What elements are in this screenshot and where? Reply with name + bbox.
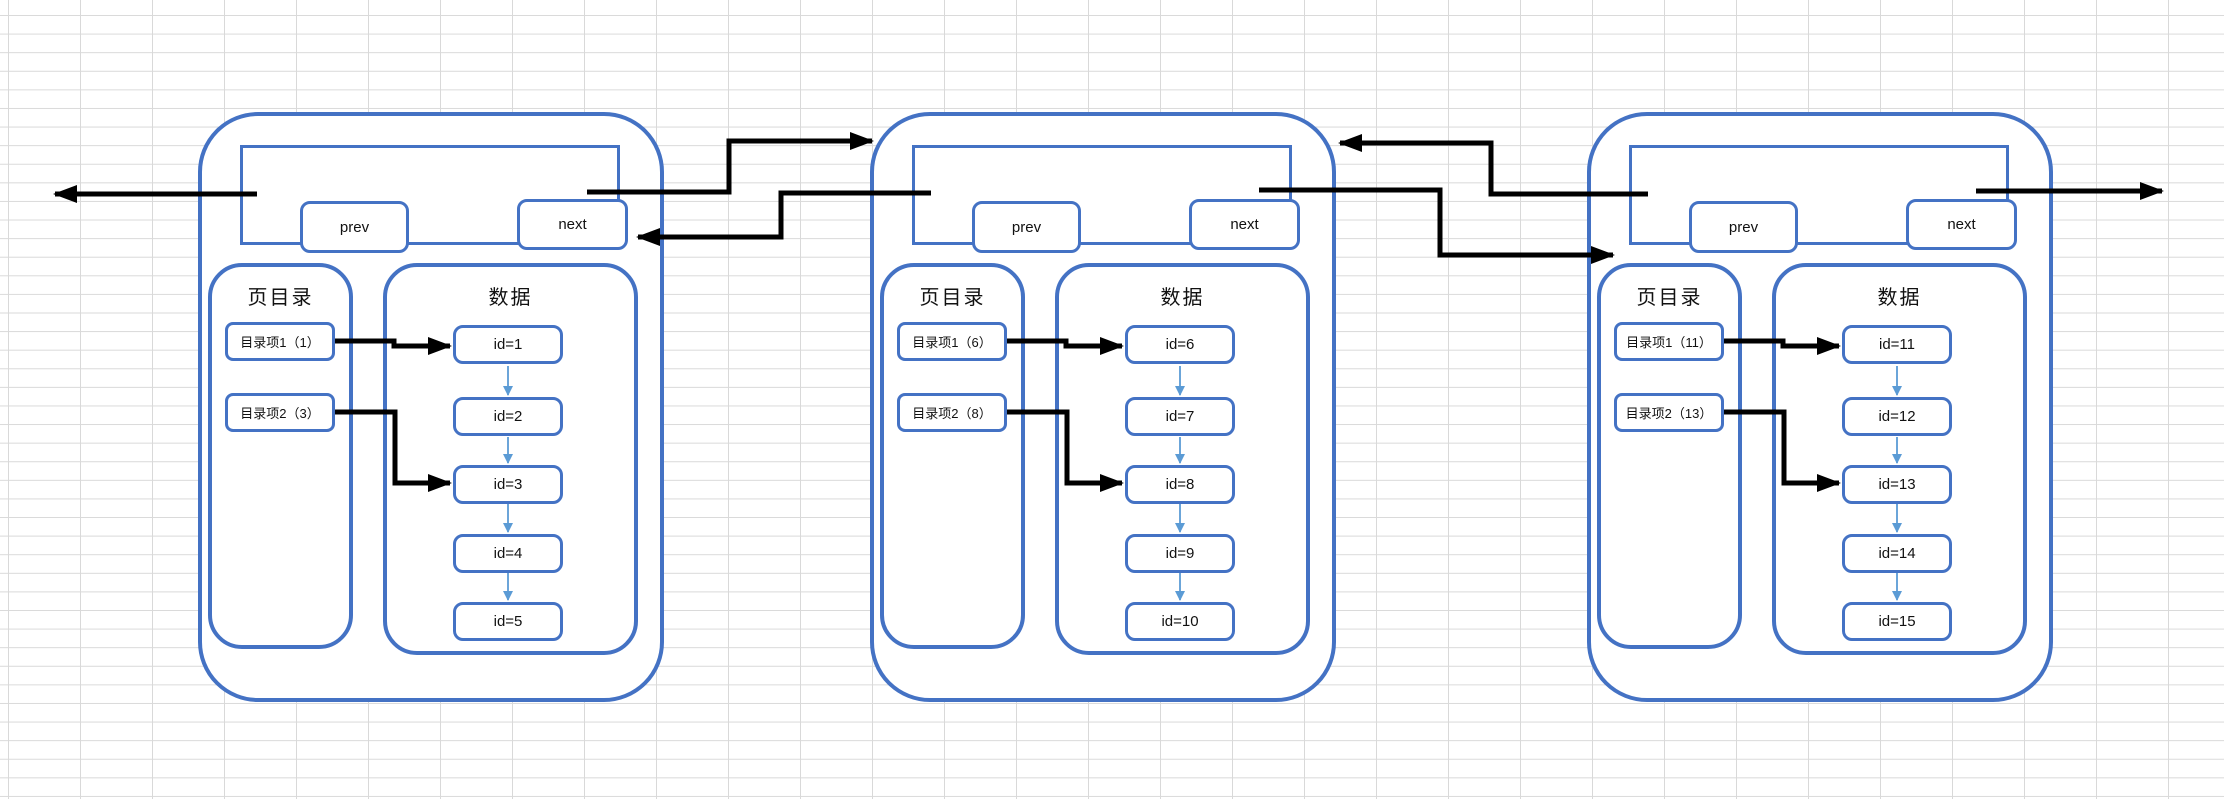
- data-section: 数据: [383, 263, 638, 655]
- directory-item: 目录项2（8）: [897, 393, 1007, 432]
- record-box: id=5: [453, 602, 563, 641]
- record-box: id=14: [1842, 534, 1952, 573]
- record-box: id=13: [1842, 465, 1952, 504]
- directory-item: 目录项1（6）: [897, 322, 1007, 361]
- pointer-header: prev next: [1629, 145, 2017, 253]
- next-pointer-box: next: [1906, 199, 2017, 250]
- prev-pointer-box: prev: [1689, 201, 1798, 253]
- record-box: id=15: [1842, 602, 1952, 641]
- page-directory-section: 页目录: [880, 263, 1025, 649]
- directory-item: 目录项1（1）: [225, 322, 335, 361]
- record-box: id=7: [1125, 397, 1235, 436]
- record-box: id=2: [453, 397, 563, 436]
- record-box: id=6: [1125, 325, 1235, 364]
- next-label: next: [558, 216, 587, 233]
- page-directory-title: 页目录: [1636, 287, 1703, 309]
- page-node-1: prev next 页目录 数据 目录项1（1） 目录项2（3） id=1 id…: [198, 112, 664, 702]
- data-section-title: 数据: [488, 287, 533, 309]
- next-label: next: [1947, 216, 1976, 233]
- record-box: id=8: [1125, 465, 1235, 504]
- next-label: next: [1230, 216, 1259, 233]
- page-directory-title: 页目录: [247, 287, 314, 309]
- record-box: id=10: [1125, 602, 1235, 641]
- prev-pointer-box: prev: [300, 201, 409, 253]
- data-section-title: 数据: [1160, 287, 1205, 309]
- pointer-header: prev next: [240, 145, 628, 253]
- prev-label: prev: [1011, 218, 1042, 236]
- record-box: id=4: [453, 534, 563, 573]
- page-node-2: prev next 页目录 数据 目录项1（6） 目录项2（8） id=6 id…: [870, 112, 1336, 702]
- pointer-header: prev next: [912, 145, 1300, 253]
- next-pointer-box: next: [517, 199, 628, 250]
- record-box: id=9: [1125, 534, 1235, 573]
- directory-item: 目录项2（13）: [1614, 393, 1724, 432]
- data-section-title: 数据: [1877, 287, 1922, 309]
- next-pointer-box: next: [1189, 199, 1300, 250]
- record-box: id=3: [453, 465, 563, 504]
- page-directory-section: 页目录: [208, 263, 353, 649]
- directory-item: 目录项1（11）: [1614, 322, 1724, 361]
- prev-label: prev: [1728, 218, 1759, 236]
- data-section: 数据: [1772, 263, 2027, 655]
- page-directory-section: 页目录: [1597, 263, 1742, 649]
- prev-pointer-box: prev: [972, 201, 1081, 253]
- prev-label: prev: [339, 218, 370, 236]
- record-box: id=11: [1842, 325, 1952, 364]
- record-box: id=12: [1842, 397, 1952, 436]
- page-node-3: prev next 页目录 数据 目录项1（11） 目录项2（13） id=11…: [1587, 112, 2053, 702]
- data-section: 数据: [1055, 263, 1310, 655]
- directory-item: 目录项2（3）: [225, 393, 335, 432]
- page-directory-title: 页目录: [919, 287, 986, 309]
- record-box: id=1: [453, 325, 563, 364]
